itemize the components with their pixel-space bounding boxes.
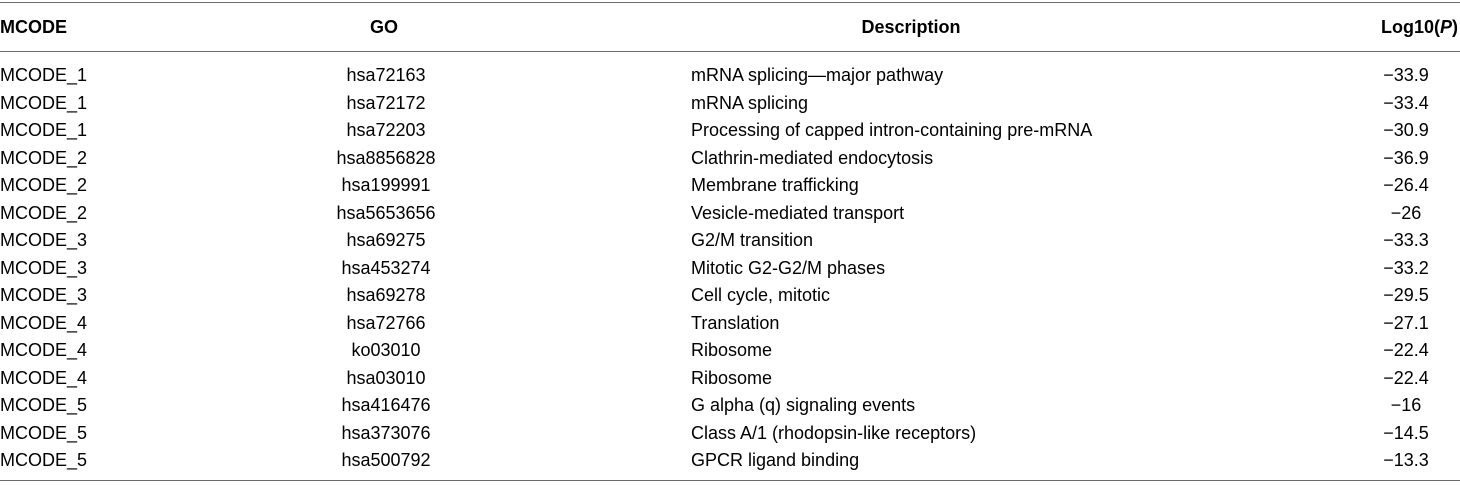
cell-mcode: MCODE_2 [0, 147, 88, 168]
cell-log10p-text: −33.4 [1383, 92, 1429, 113]
cell-go-text: hsa373076 [341, 422, 431, 443]
cell-go-text: hsa69275 [346, 230, 426, 250]
table-row: MCODE_2 hsa8856828 Clathrin-mediated endoc… [0, 145, 1460, 173]
cell-go-text: hsa199991 [341, 175, 431, 195]
table-row: MCODE_4 hsa03010 Ribosome −22.4 [0, 365, 1460, 393]
table-body: MCODE_1 hsa72163 mRNA splicing—major pathw… [0, 62, 1460, 475]
cell-log10p-text: −33.3 [1383, 230, 1429, 250]
cell-description: Translation [691, 312, 780, 333]
cell-log10p-text: −22.4 [1383, 367, 1429, 388]
cell-description: mRNA splicing—major pathway [691, 65, 944, 85]
table-row: MCODE_1 hsa72203 Processing of capped intr… [0, 117, 1460, 145]
cell-go-text: hsa72203 [346, 120, 426, 140]
cell-log10p-text: −14.5 [1383, 422, 1429, 443]
cell-description: Vesicle-mediated transport [691, 202, 905, 223]
table-row: MCODE_5 hsa416476 G alpha (q) signaling ev… [0, 392, 1460, 420]
cell-go-text: hsa500792 [341, 450, 431, 470]
cell-log10p-text: −26.4 [1383, 175, 1429, 195]
cell-mcode: MCODE_1 [0, 120, 88, 140]
cell-mcode: MCODE_5 [0, 450, 88, 470]
cell-go-text: hsa5653656 [336, 202, 436, 223]
header-log10p-variable: P [1439, 17, 1452, 37]
header-log10p-suffix: ) [1452, 17, 1458, 37]
header-log10p: Log10(P) [1381, 16, 1458, 38]
table-row: MCODE_5 hsa500792 GPCR ligand binding −13.3 [0, 447, 1460, 475]
cell-description: Cell cycle, mitotic [691, 285, 831, 305]
cell-description: G2/M transition [691, 230, 814, 250]
cell-log10p-text: −36.9 [1383, 147, 1429, 168]
cell-go-text: hsa72766 [346, 312, 426, 333]
cell-description: Ribosome [691, 367, 773, 388]
cell-mcode: MCODE_3 [0, 230, 88, 250]
cell-mcode: MCODE_3 [0, 285, 88, 305]
table-header-rule [0, 51, 1460, 52]
cell-description: Processing of capped intron-containing p… [691, 120, 1093, 140]
cell-description: mRNA splicing [691, 92, 809, 113]
table-row: MCODE_1 hsa72172 mRNA splicing −33.4 [0, 90, 1460, 118]
cell-log10p-text: −33.9 [1383, 65, 1429, 85]
table-bottom-rule [0, 480, 1460, 481]
cell-mcode: MCODE_1 [0, 92, 88, 113]
cell-mcode: MCODE_3 [0, 257, 88, 278]
header-go-label: GO [369, 17, 399, 37]
cell-description: G alpha (q) signaling events [691, 395, 916, 415]
cell-go-text: hsa8856828 [336, 147, 436, 168]
cell-go-text: hsa69278 [346, 285, 426, 305]
table-row: MCODE_2 hsa199991 Membrane trafficking −26.… [0, 172, 1460, 200]
cell-mcode: MCODE_5 [0, 395, 88, 415]
cell-go-text: hsa416476 [341, 395, 431, 415]
cell-description: Class A/1 (rhodopsin-like receptors) [691, 422, 977, 443]
header-mcode: MCODE [0, 17, 67, 37]
cell-mcode: MCODE_4 [0, 340, 88, 360]
cell-mcode: MCODE_2 [0, 202, 88, 223]
cell-go-text: hsa72163 [346, 65, 426, 85]
cell-mcode: MCODE_1 [0, 65, 88, 85]
table-header-row: MCODE GO Description Log10(P) [0, 3, 1460, 51]
cell-mcode: MCODE_4 [0, 312, 88, 333]
cell-mcode: MCODE_4 [0, 367, 88, 388]
cell-go-text: hsa453274 [341, 257, 431, 278]
table-row: MCODE_3 hsa453274 Mitotic G2-G2/M phases −3… [0, 255, 1460, 283]
cell-log10p-text: −16 [1390, 395, 1422, 415]
cell-log10p-text: −33.2 [1383, 257, 1429, 278]
header-description-label: Description [861, 17, 961, 37]
table-row: MCODE_4 ko03010 Ribosome −22.4 [0, 337, 1460, 365]
table-row: MCODE_1 hsa72163 mRNA splicing—major pathw… [0, 62, 1460, 90]
cell-log10p-text: −29.5 [1383, 285, 1429, 305]
cell-go-text: hsa72172 [346, 92, 426, 113]
table-row: MCODE_4 hsa72766 Translation −27.1 [0, 310, 1460, 338]
cell-log10p-text: −27.1 [1383, 312, 1429, 333]
cell-log10p-text: −26 [1390, 202, 1422, 223]
cell-description: GPCR ligand binding [691, 450, 860, 470]
cell-mcode: MCODE_5 [0, 422, 88, 443]
header-log10p-prefix: Log10( [1380, 17, 1440, 37]
cell-go-text: ko03010 [351, 340, 421, 360]
cell-go-text: hsa03010 [346, 367, 426, 388]
cell-description: Clathrin-mediated endocytosis [691, 147, 934, 168]
cell-description: Membrane trafficking [691, 175, 859, 195]
cell-mcode: MCODE_2 [0, 175, 88, 195]
table-row: MCODE_2 hsa5653656 Vesicle-mediated transp… [0, 200, 1460, 228]
cell-log10p-text: −13.3 [1383, 450, 1429, 470]
cell-description: Ribosome [691, 340, 773, 360]
cell-log10p-text: −22.4 [1383, 340, 1429, 360]
table-row: MCODE_3 hsa69275 G2/M transition −33.3 [0, 227, 1460, 255]
table-row: MCODE_5 hsa373076 Class A/1 (rhodopsin-lik… [0, 420, 1460, 448]
cell-description: Mitotic G2-G2/M phases [691, 257, 886, 278]
table-top-rule [0, 2, 1460, 3]
cell-log10p-text: −30.9 [1383, 120, 1429, 140]
table-row: MCODE_3 hsa69278 Cell cycle, mitotic −29.5 [0, 282, 1460, 310]
